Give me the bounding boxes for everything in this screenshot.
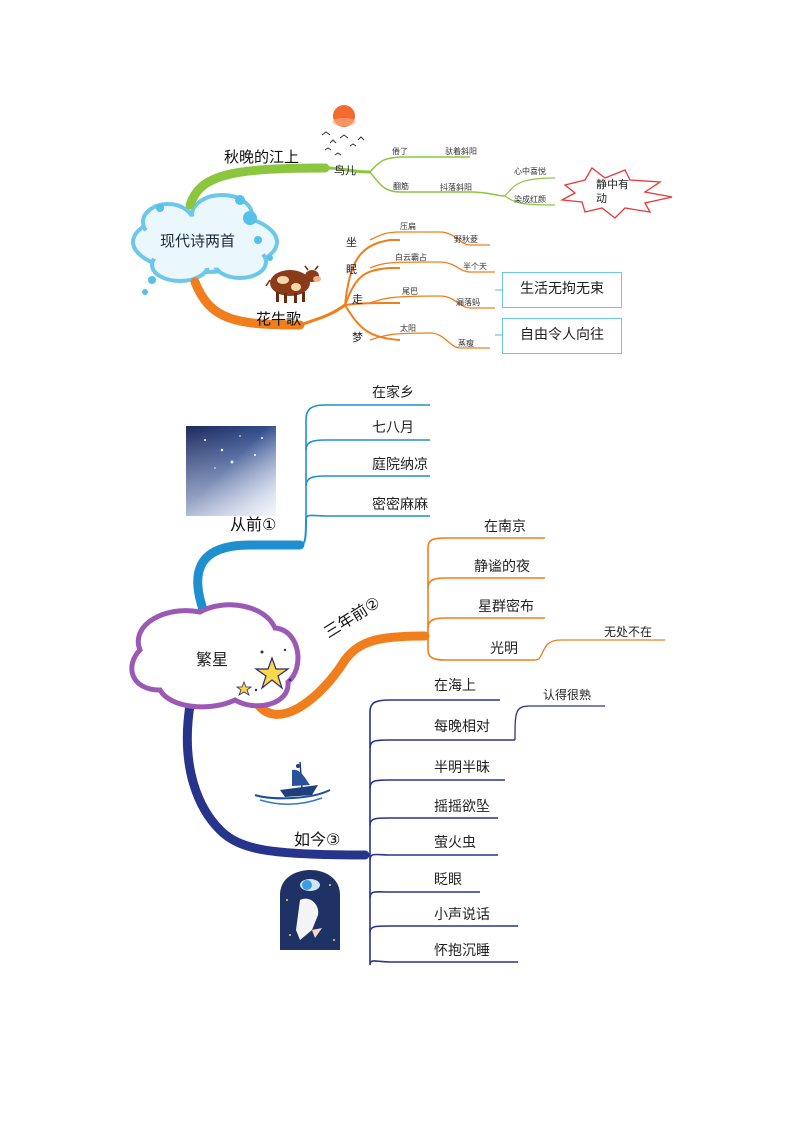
node-baiyun: 白云霸占 [395,253,427,262]
node-yabian: 压扁 [400,222,416,231]
branch-three-years [250,631,430,719]
node-xinzhong: 心中喜悦 [514,167,546,176]
night-sky-photo [186,426,276,516]
stars-icon [235,648,292,696]
past-item-1: 在家乡 [372,385,414,401]
box-free-1: 生活无拘无束 [502,272,622,308]
past-item-2: 七八月 [372,420,414,436]
node-quiet-motion: 静中有动 [596,178,629,205]
now-item-4: 摇摇欲坠 [434,799,490,815]
node-mian: 眠 [346,263,357,276]
cow-icon [265,265,321,303]
branch-qiuwan [185,163,330,210]
branch-label-qiuwan: 秋晚的江上 [224,148,300,166]
center-cloud-stars [129,602,301,710]
now-item-7: 小声说话 [434,907,490,923]
center-title-poems: 现代诗两首 [160,232,236,250]
center-title-stars: 繁星 [196,650,229,669]
three-years-item-2: 静谧的夜 [474,559,530,575]
now-item-1: 在海上 [434,678,476,694]
now-item-6: 眨眼 [434,872,462,888]
node-zou: 走 [352,293,363,306]
branch-label-now: 如今③ [294,830,341,849]
node-luoxia: 抖落斜阳 [440,183,472,192]
branch-label-past: 从前① [230,515,277,534]
past-item-4: 密密麻麻 [372,497,428,513]
node-biancheng: 染成红颜 [514,195,546,204]
node-zuo: 坐 [346,236,357,249]
now-item-8: 怀抱沉睡 [434,943,490,959]
boat-icon [254,761,331,806]
branch-past [193,540,305,620]
now-item-5: 萤火虫 [434,835,476,851]
three-years-item-1: 在南京 [484,519,526,535]
three-years-item-4: 光明 [490,641,518,657]
branch-now [182,700,370,860]
branch-label-huaniu: 花牛歌 [256,310,302,328]
box-free-2: 自由令人向往 [502,318,622,354]
node-bei-xieyang: 驮着斜阳 [445,147,477,156]
now-sub: 认得很熟 [543,688,592,702]
node-meng: 梦 [352,331,363,344]
now-item-3: 半明半昧 [434,760,490,776]
node-weiba: 尾巴 [402,287,418,296]
node-yebige: 野秋菱 [454,235,478,244]
now-item-2: 每晚相对 [434,719,490,735]
node-liuying: 漏落蚂 [456,298,480,307]
three-years-item-3: 星群密布 [478,599,534,615]
node-juanle: 倦了 [392,147,408,156]
past-item-3: 庭院纳凉 [372,457,428,473]
starburst-quiet [559,167,673,219]
center-cloud-poems [131,193,279,295]
node-banbian: 半个天 [463,262,487,271]
sleeping-girl-icon [280,870,340,950]
node-taiyang: 太阳 [400,324,416,333]
node-fanjin: 翻筋 [393,182,409,191]
branch-huaniu [190,277,305,330]
node-shouti: 蒸瘦 [458,339,474,348]
birds-icon [321,131,365,156]
node-bird: 鸟儿 [334,164,356,177]
three-years-sub: 无处不在 [604,625,653,639]
